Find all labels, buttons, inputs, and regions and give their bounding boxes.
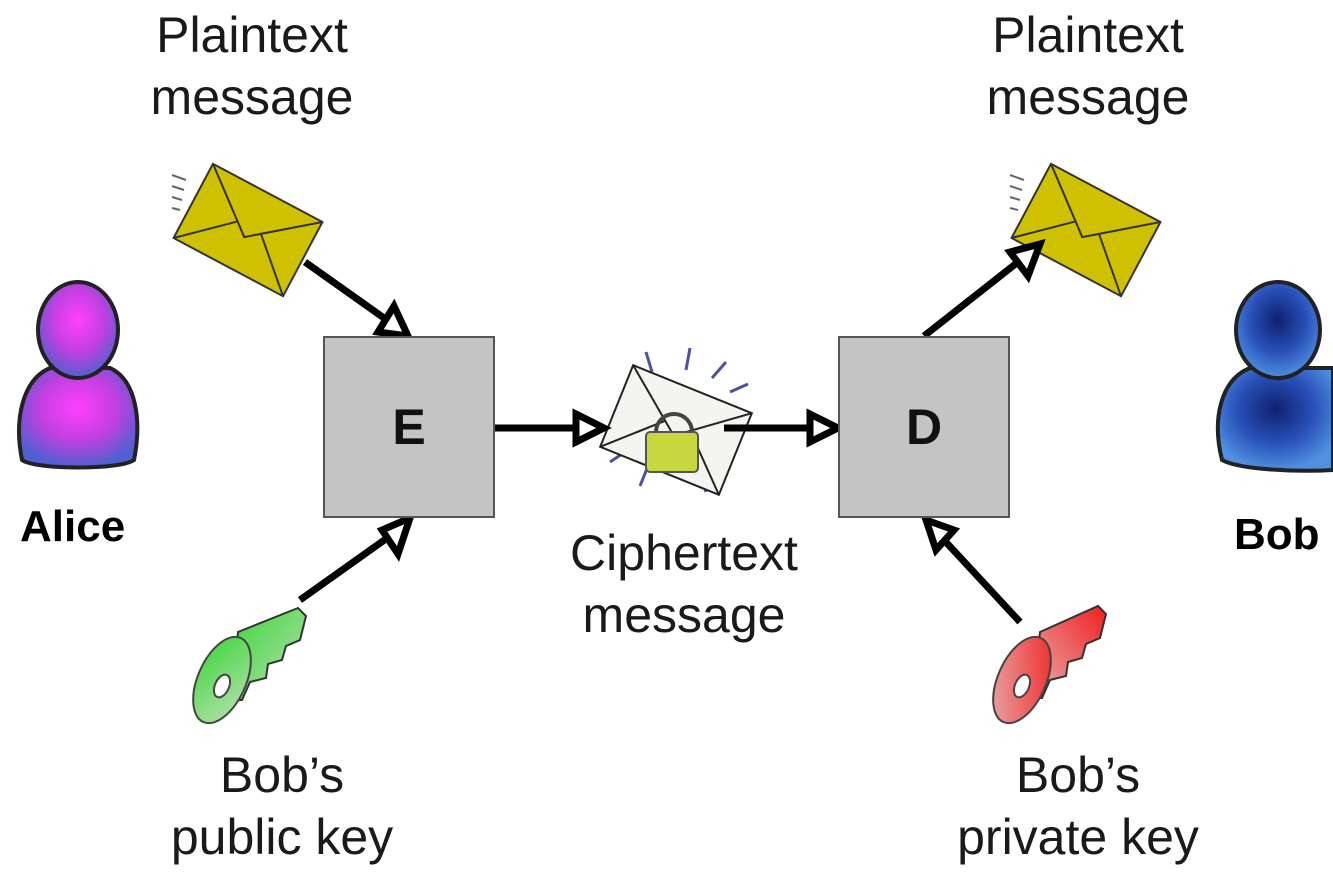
encrypt-box-label: E [392,399,426,455]
ciphertext-envelope-icon [598,347,754,497]
decrypt-box-label: D [905,399,943,455]
ciphertext-caption: Ciphertext message [570,522,798,646]
plaintext-out-line2: message [986,69,1190,125]
encrypt-box: E [323,336,495,518]
arrow-decrypt-to-plaintext [921,238,1046,339]
alice-person-icon [17,280,140,470]
plaintext-envelope-out-icon [1010,162,1162,298]
arrow-ciphertext-to-decrypt [724,408,846,448]
arrow-plaintext-to-encrypt [302,259,414,341]
alice-label: Alice [20,502,126,551]
bob-label: Bob [1234,510,1320,559]
decrypt-box: D [838,336,1010,518]
plaintext-in-line1: Plaintext [156,7,348,63]
public-key-icon [192,606,308,725]
arrow-private-key-to-decrypt [920,514,1023,625]
public-key-line1: Bob’s [219,747,345,803]
ciphertext-line2: message [582,587,786,643]
plaintext-envelope-in-icon [172,162,324,298]
arrow-encrypt-to-ciphertext [494,408,612,448]
public-key-caption: Bob’s public key [171,744,393,868]
ciphertext-line1: Ciphertext [570,525,798,581]
plaintext-out-caption: Plaintext message [987,4,1190,128]
public-key-line2: public key [170,809,394,865]
private-key-caption: Bob’s private key [957,744,1199,868]
plaintext-in-line2: message [150,69,354,125]
envelope-motion-lines-out [1009,174,1025,211]
bob-person-icon [1215,280,1333,473]
private-key-line1: Bob’s [1015,747,1141,803]
arrow-public-key-to-encrypt [297,511,416,603]
plaintext-in-caption: Plaintext message [151,4,354,128]
private-key-line2: private key [957,809,1199,865]
private-key-icon [992,604,1108,725]
envelope-motion-lines-in [171,174,187,211]
plaintext-out-line1: Plaintext [992,7,1184,63]
